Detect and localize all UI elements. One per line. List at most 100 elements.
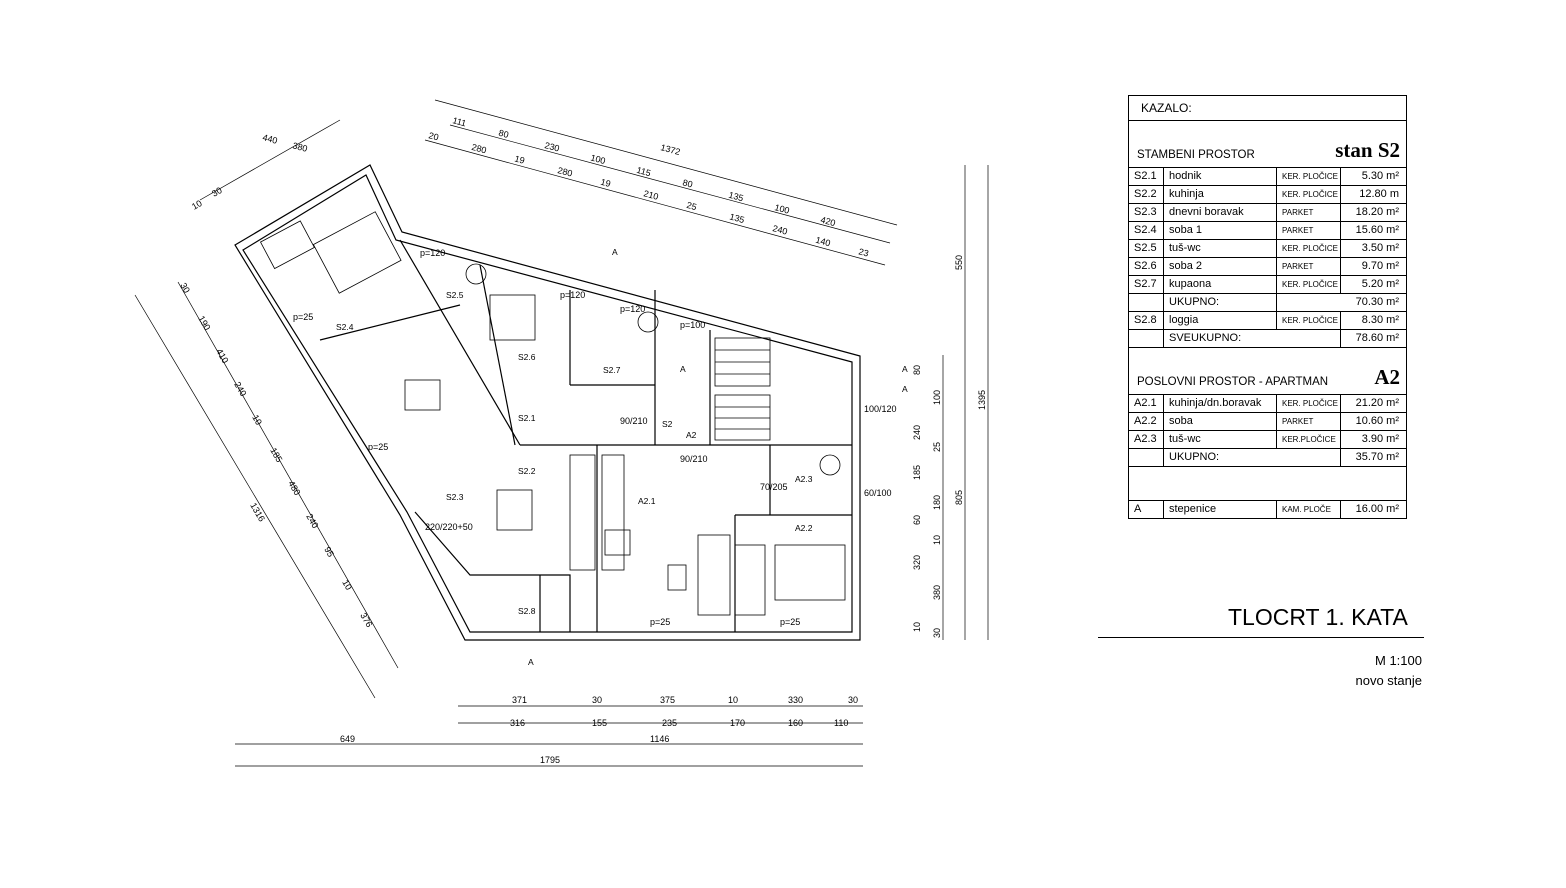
room-material: PARKET: [1277, 413, 1341, 430]
room-name: dnevni boravak: [1164, 204, 1277, 221]
opening-label: 220/220+50: [425, 522, 473, 532]
dimension: 1316: [248, 501, 267, 523]
room-name: soba: [1164, 413, 1277, 430]
dimension: 185: [268, 446, 284, 464]
subtotal-label: UKUPNO:: [1164, 294, 1277, 311]
room-label: S2.8: [518, 606, 536, 616]
stairs: [714, 337, 771, 441]
room-label: S2.4: [336, 322, 354, 332]
scale-text: M 1:100: [1375, 653, 1422, 668]
dimension: 240: [771, 223, 788, 237]
shower-icon: [465, 263, 487, 285]
dimension: 190: [196, 314, 212, 332]
room-label: A2.1: [638, 496, 656, 506]
room-name: loggia: [1164, 312, 1277, 329]
room-label: S2.2: [518, 466, 536, 476]
dimension: 155: [592, 718, 607, 728]
dimension: 375: [660, 695, 675, 705]
room-area: 12.80 m: [1359, 188, 1399, 200]
opening-label: p=120: [420, 248, 445, 258]
dimension: 140: [814, 235, 831, 249]
room-material: KER.PLOČICE: [1277, 431, 1341, 448]
outer-wall: [234, 164, 861, 641]
room-id: S2.8: [1129, 312, 1164, 329]
room-id: S2.2: [1129, 186, 1164, 203]
room-area: 15.60 m²: [1355, 224, 1399, 236]
subtotal-row: UKUPNO: 35.70 m²: [1129, 449, 1406, 467]
section-name: STAMBENI PROSTOR: [1137, 149, 1255, 161]
unit-code: stan S2: [1335, 138, 1400, 162]
room-id: A2.1: [1129, 395, 1164, 412]
section-mark: A: [902, 384, 908, 394]
dimension: 371: [512, 695, 527, 705]
dimension: 280: [470, 142, 487, 156]
dimension: 30: [592, 695, 602, 705]
room-material: KER. PLOČICE: [1277, 276, 1341, 293]
bed-icon: [774, 544, 846, 601]
room-area: 5.30 m²: [1361, 170, 1399, 182]
section-mark: A: [528, 657, 534, 667]
subtotal-row: UKUPNO:70.30 m²: [1129, 294, 1406, 312]
room-label: S2.3: [446, 492, 464, 502]
dimension: 10: [912, 622, 922, 632]
room-label: S2.6: [518, 352, 536, 362]
room-area: 9.70 m²: [1361, 260, 1399, 272]
room-id: A2.2: [1129, 413, 1164, 430]
sheet-scale: M 1:100 novo stanje: [1356, 651, 1423, 691]
opening-label: p=25: [293, 312, 313, 322]
opening-label: p=120: [560, 290, 585, 300]
room-name: hodnik: [1164, 168, 1277, 185]
table-icon: [404, 379, 441, 411]
room-label: A: [680, 364, 686, 374]
room-label: A2.3: [795, 474, 813, 484]
subtotal-label: UKUPNO:: [1164, 449, 1341, 466]
dimension: 180: [932, 495, 942, 510]
dimension: 1395: [977, 390, 987, 410]
subtotal-value: 35.70 m²: [1355, 451, 1399, 463]
opening-label: p=25: [368, 442, 388, 452]
dimension: 25: [685, 200, 697, 212]
dimension: 230: [543, 140, 560, 154]
room-name: kuhinja/dn.boravak: [1164, 395, 1277, 412]
dimension: 30: [932, 628, 942, 638]
dimension: 30: [210, 185, 224, 199]
dimension: 550: [954, 255, 964, 270]
room-label: A2.2: [795, 523, 813, 533]
total-label: SVEUKUPNO:: [1164, 330, 1341, 347]
room-area: 16.00 m²: [1355, 503, 1399, 515]
opening-label: 90/210: [680, 454, 708, 464]
room-material: KER. PLOČICE: [1277, 312, 1341, 329]
business-header: POSLOVNI PROSTOR - APARTMAN A2: [1129, 348, 1406, 395]
dining-table-icon: [496, 489, 533, 531]
room-material: KAM. PLOČE: [1277, 501, 1341, 518]
dimension: 10: [190, 198, 204, 212]
wardrobe-icon: [734, 544, 766, 616]
room-material: KER. PLOČICE: [1277, 186, 1341, 203]
table-icon: [604, 529, 631, 556]
room-label: S2.1: [518, 413, 536, 423]
room-name: tuš-wc: [1164, 431, 1277, 448]
opening-label: p=120: [620, 304, 645, 314]
room-name: tuš-wc: [1164, 240, 1277, 257]
partition-wall: [319, 304, 461, 341]
dimension: 160: [788, 718, 803, 728]
residential-header: STAMBENI PROSTOR stan S2: [1129, 121, 1406, 168]
dimension: 410: [214, 347, 230, 365]
divider: [1098, 637, 1424, 638]
dimension: 100: [773, 202, 790, 216]
room-name: kuhinja: [1164, 186, 1277, 203]
dimension: 480: [286, 479, 302, 497]
sofa-icon: [697, 534, 731, 616]
dimension: 10: [250, 413, 264, 427]
wardrobe-icon: [259, 220, 315, 270]
